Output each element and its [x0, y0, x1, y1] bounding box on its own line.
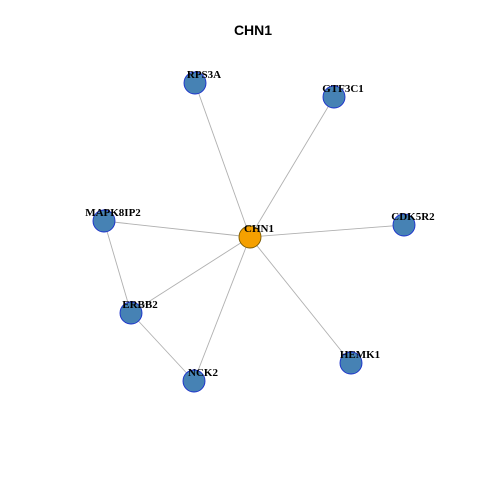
node-label-rps3a: RPS3A: [187, 69, 221, 81]
node-label-gtf3c1: GTF3C1: [322, 83, 364, 95]
node-cdk5r2: [392, 213, 416, 237]
edge-chn1-erbb2: [130, 236, 251, 314]
edge-chn1-nck2: [193, 236, 251, 382]
node-label-hemk1: HEMK1: [340, 349, 380, 361]
node-label-chn1: CHN1: [244, 223, 274, 235]
edge-chn1-cdk5r2: [249, 224, 405, 238]
node-hemk1: [339, 351, 363, 375]
node-label-cdk5r2: CDK5R2: [391, 211, 435, 223]
edge-layer: [103, 82, 405, 382]
node-mapk8ip2: [92, 209, 116, 233]
node-label-mapk8ip2: MAPK8IP2: [85, 207, 141, 219]
node-rps3a: [183, 71, 207, 95]
edge-chn1-mapk8ip2: [103, 220, 251, 238]
edge-chn1-rps3a: [194, 82, 251, 238]
node-label-erbb2: ERBB2: [122, 299, 158, 311]
edge-chn1-hemk1: [249, 236, 352, 364]
node-label-nck2: NCK2: [188, 367, 218, 379]
diagram-title: CHN1: [234, 22, 272, 38]
node-gtf3c1: [322, 85, 346, 109]
edge-erbb2-nck2: [130, 312, 195, 382]
node-nck2: [182, 369, 206, 393]
edge-chn1-gtf3c1: [249, 96, 335, 238]
node-erbb2: [119, 301, 143, 325]
node-chn1: [238, 225, 262, 249]
node-layer: [92, 71, 416, 393]
edge-mapk8ip2-erbb2: [103, 220, 132, 314]
